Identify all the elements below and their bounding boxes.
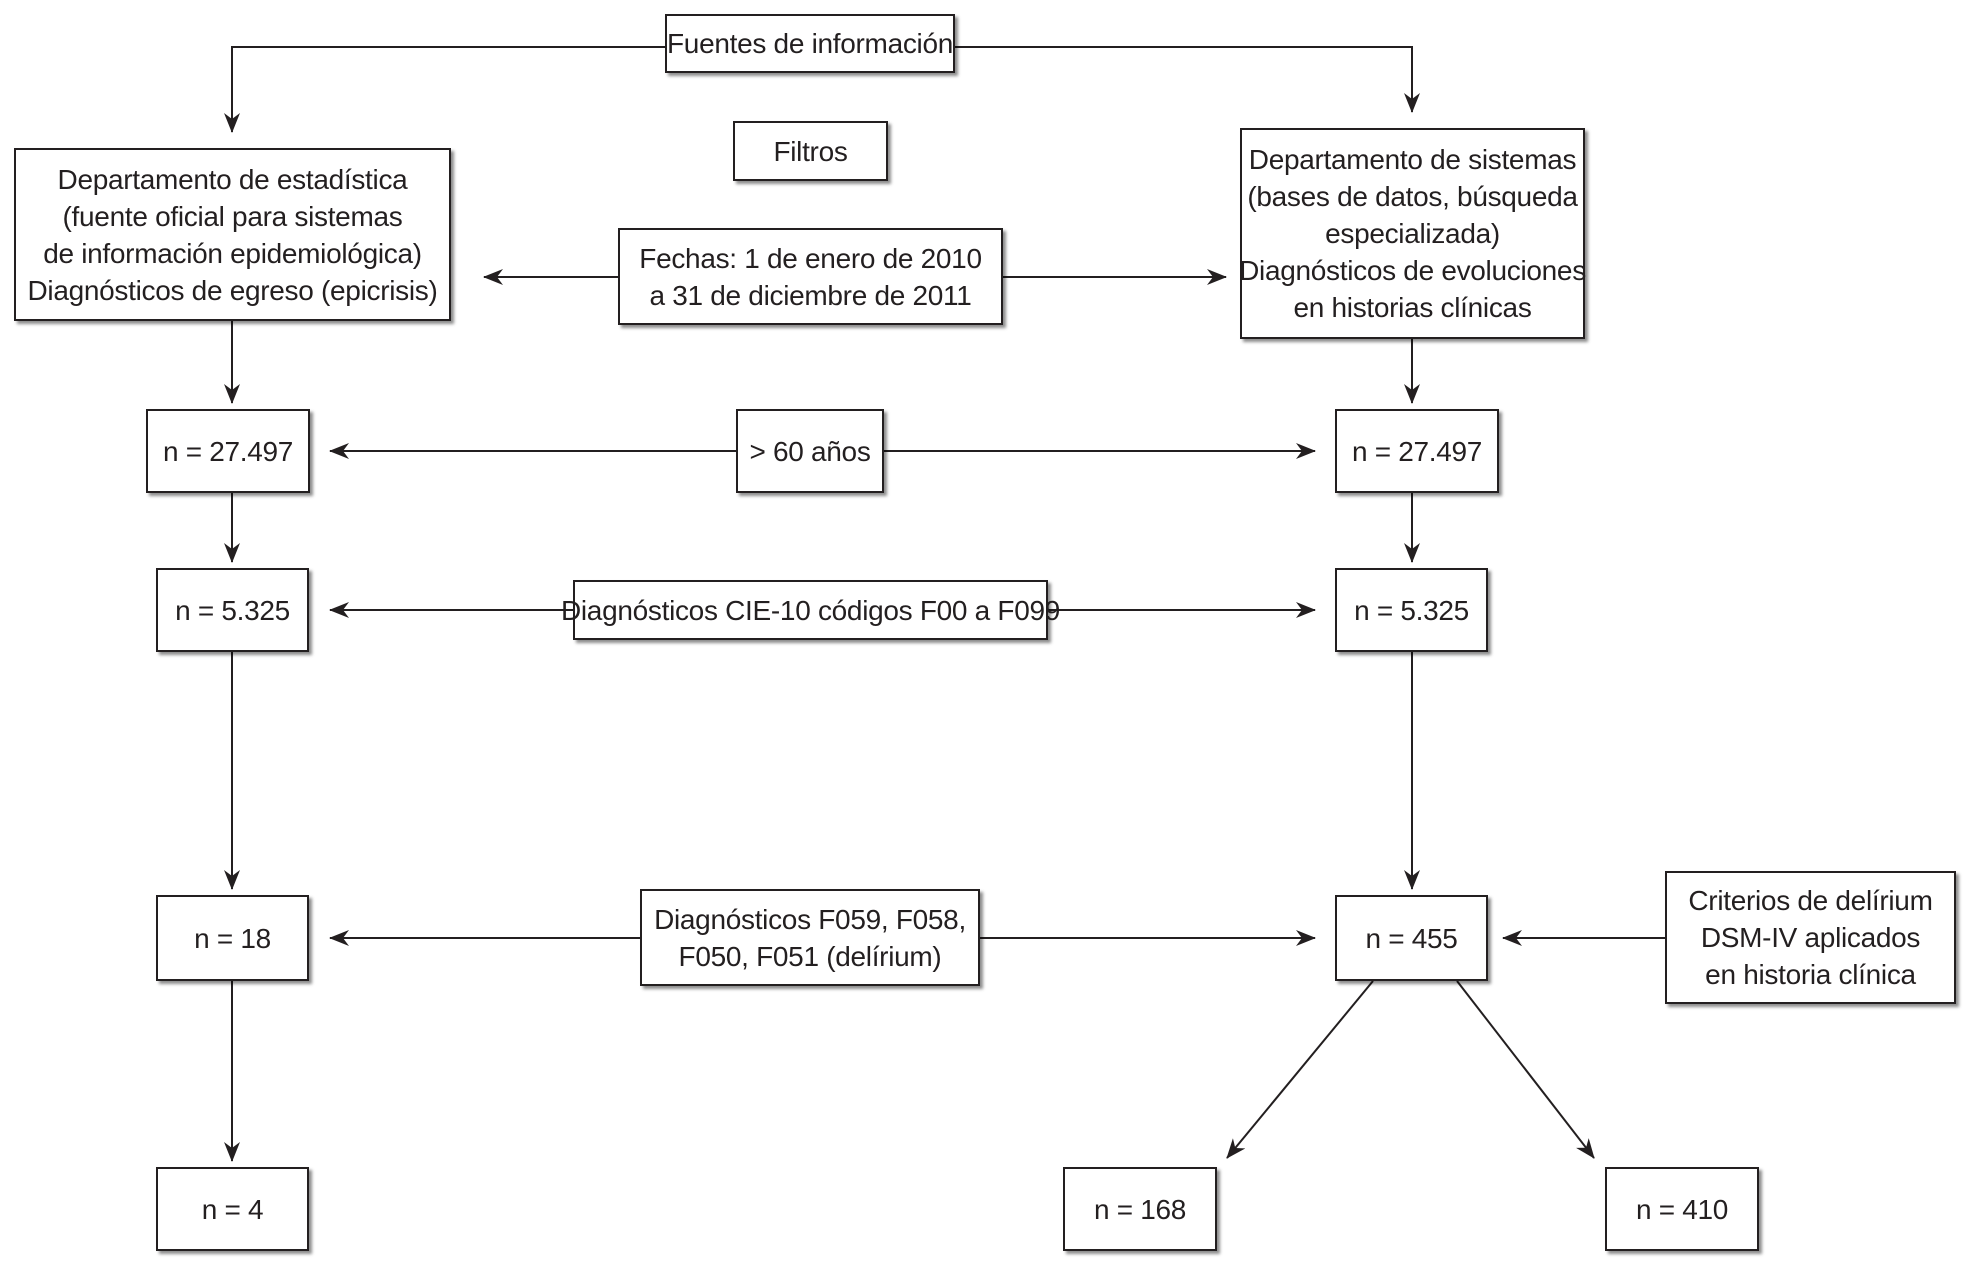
left-n2-text: n = 5.325 — [175, 594, 290, 626]
fuentes-text: Fuentes de información — [667, 28, 954, 59]
edge-fuentes-to-estadistica — [224, 46, 665, 133]
right-n3-text: n = 455 — [1365, 922, 1458, 954]
cie10-text: Diagnósticos CIE-10 códigos F00 a F099 — [560, 594, 1061, 626]
edge-right-n3-to-right-n4b — [1456, 980, 1595, 1159]
edge-fuentes-to-sistemas — [955, 46, 1420, 113]
left-n4-box: n = 4 — [156, 1167, 309, 1251]
edad-text: > 60 años — [749, 435, 871, 467]
edad-box: > 60 años — [736, 409, 884, 493]
fechas-box: Fechas: 1 de enero de 2010 a 31 de dicie… — [618, 228, 1003, 325]
cie10-box: Diagnósticos CIE-10 códigos F00 a F099 — [561, 580, 1060, 640]
criterios-box: Criterios de delírium DSM-IV aplicados e… — [1665, 871, 1956, 1004]
right-n4b-text: n = 410 — [1635, 1193, 1729, 1225]
fechas-text: Fechas: 1 de enero de 2010 a 31 de dicie… — [639, 242, 982, 311]
right-n2-text: n = 5.325 — [1354, 594, 1469, 626]
estadistica-text: Departamento de estadística (fuente ofic… — [27, 163, 438, 306]
delirium-dx-text: Diagnósticos F059, F058, F050, F051 (del… — [654, 903, 966, 972]
left-n1-box: n = 27.497 — [146, 409, 310, 493]
filtros-text: Filtros — [773, 135, 848, 167]
left-n2-box: n = 5.325 — [156, 568, 309, 652]
left-n3-box: n = 18 — [156, 895, 309, 981]
delirium-dx-box: Diagnósticos F059, F058, F050, F051 (del… — [640, 889, 980, 986]
right-n4a-box: n = 168 — [1063, 1167, 1217, 1251]
right-n2-box: n = 5.325 — [1335, 568, 1488, 652]
fuentes-box: Fuentes de información — [665, 14, 955, 73]
left-n3-text: n = 18 — [194, 922, 271, 954]
estadistica-box: Departamento de estadística (fuente ofic… — [14, 148, 451, 321]
right-n1-box: n = 27.497 — [1335, 409, 1499, 493]
right-n4b-box: n = 410 — [1605, 1167, 1759, 1251]
criterios-text: Criterios de delírium DSM-IV aplicados e… — [1688, 885, 1933, 990]
sistemas-box: Departamento de sistemas (bases de datos… — [1239, 128, 1586, 339]
edge-right-n3-to-right-n4a — [1226, 980, 1374, 1159]
right-n4a-text: n = 168 — [1093, 1193, 1187, 1225]
sistemas-text: Departamento de sistemas (bases de datos… — [1239, 144, 1586, 323]
filtros-box: Filtros — [733, 121, 888, 181]
right-n1-text: n = 27.497 — [1351, 435, 1483, 467]
right-n3-box: n = 455 — [1335, 895, 1488, 981]
left-n4-text: n = 4 — [201, 1193, 264, 1225]
left-n1-text: n = 27.497 — [162, 435, 294, 467]
